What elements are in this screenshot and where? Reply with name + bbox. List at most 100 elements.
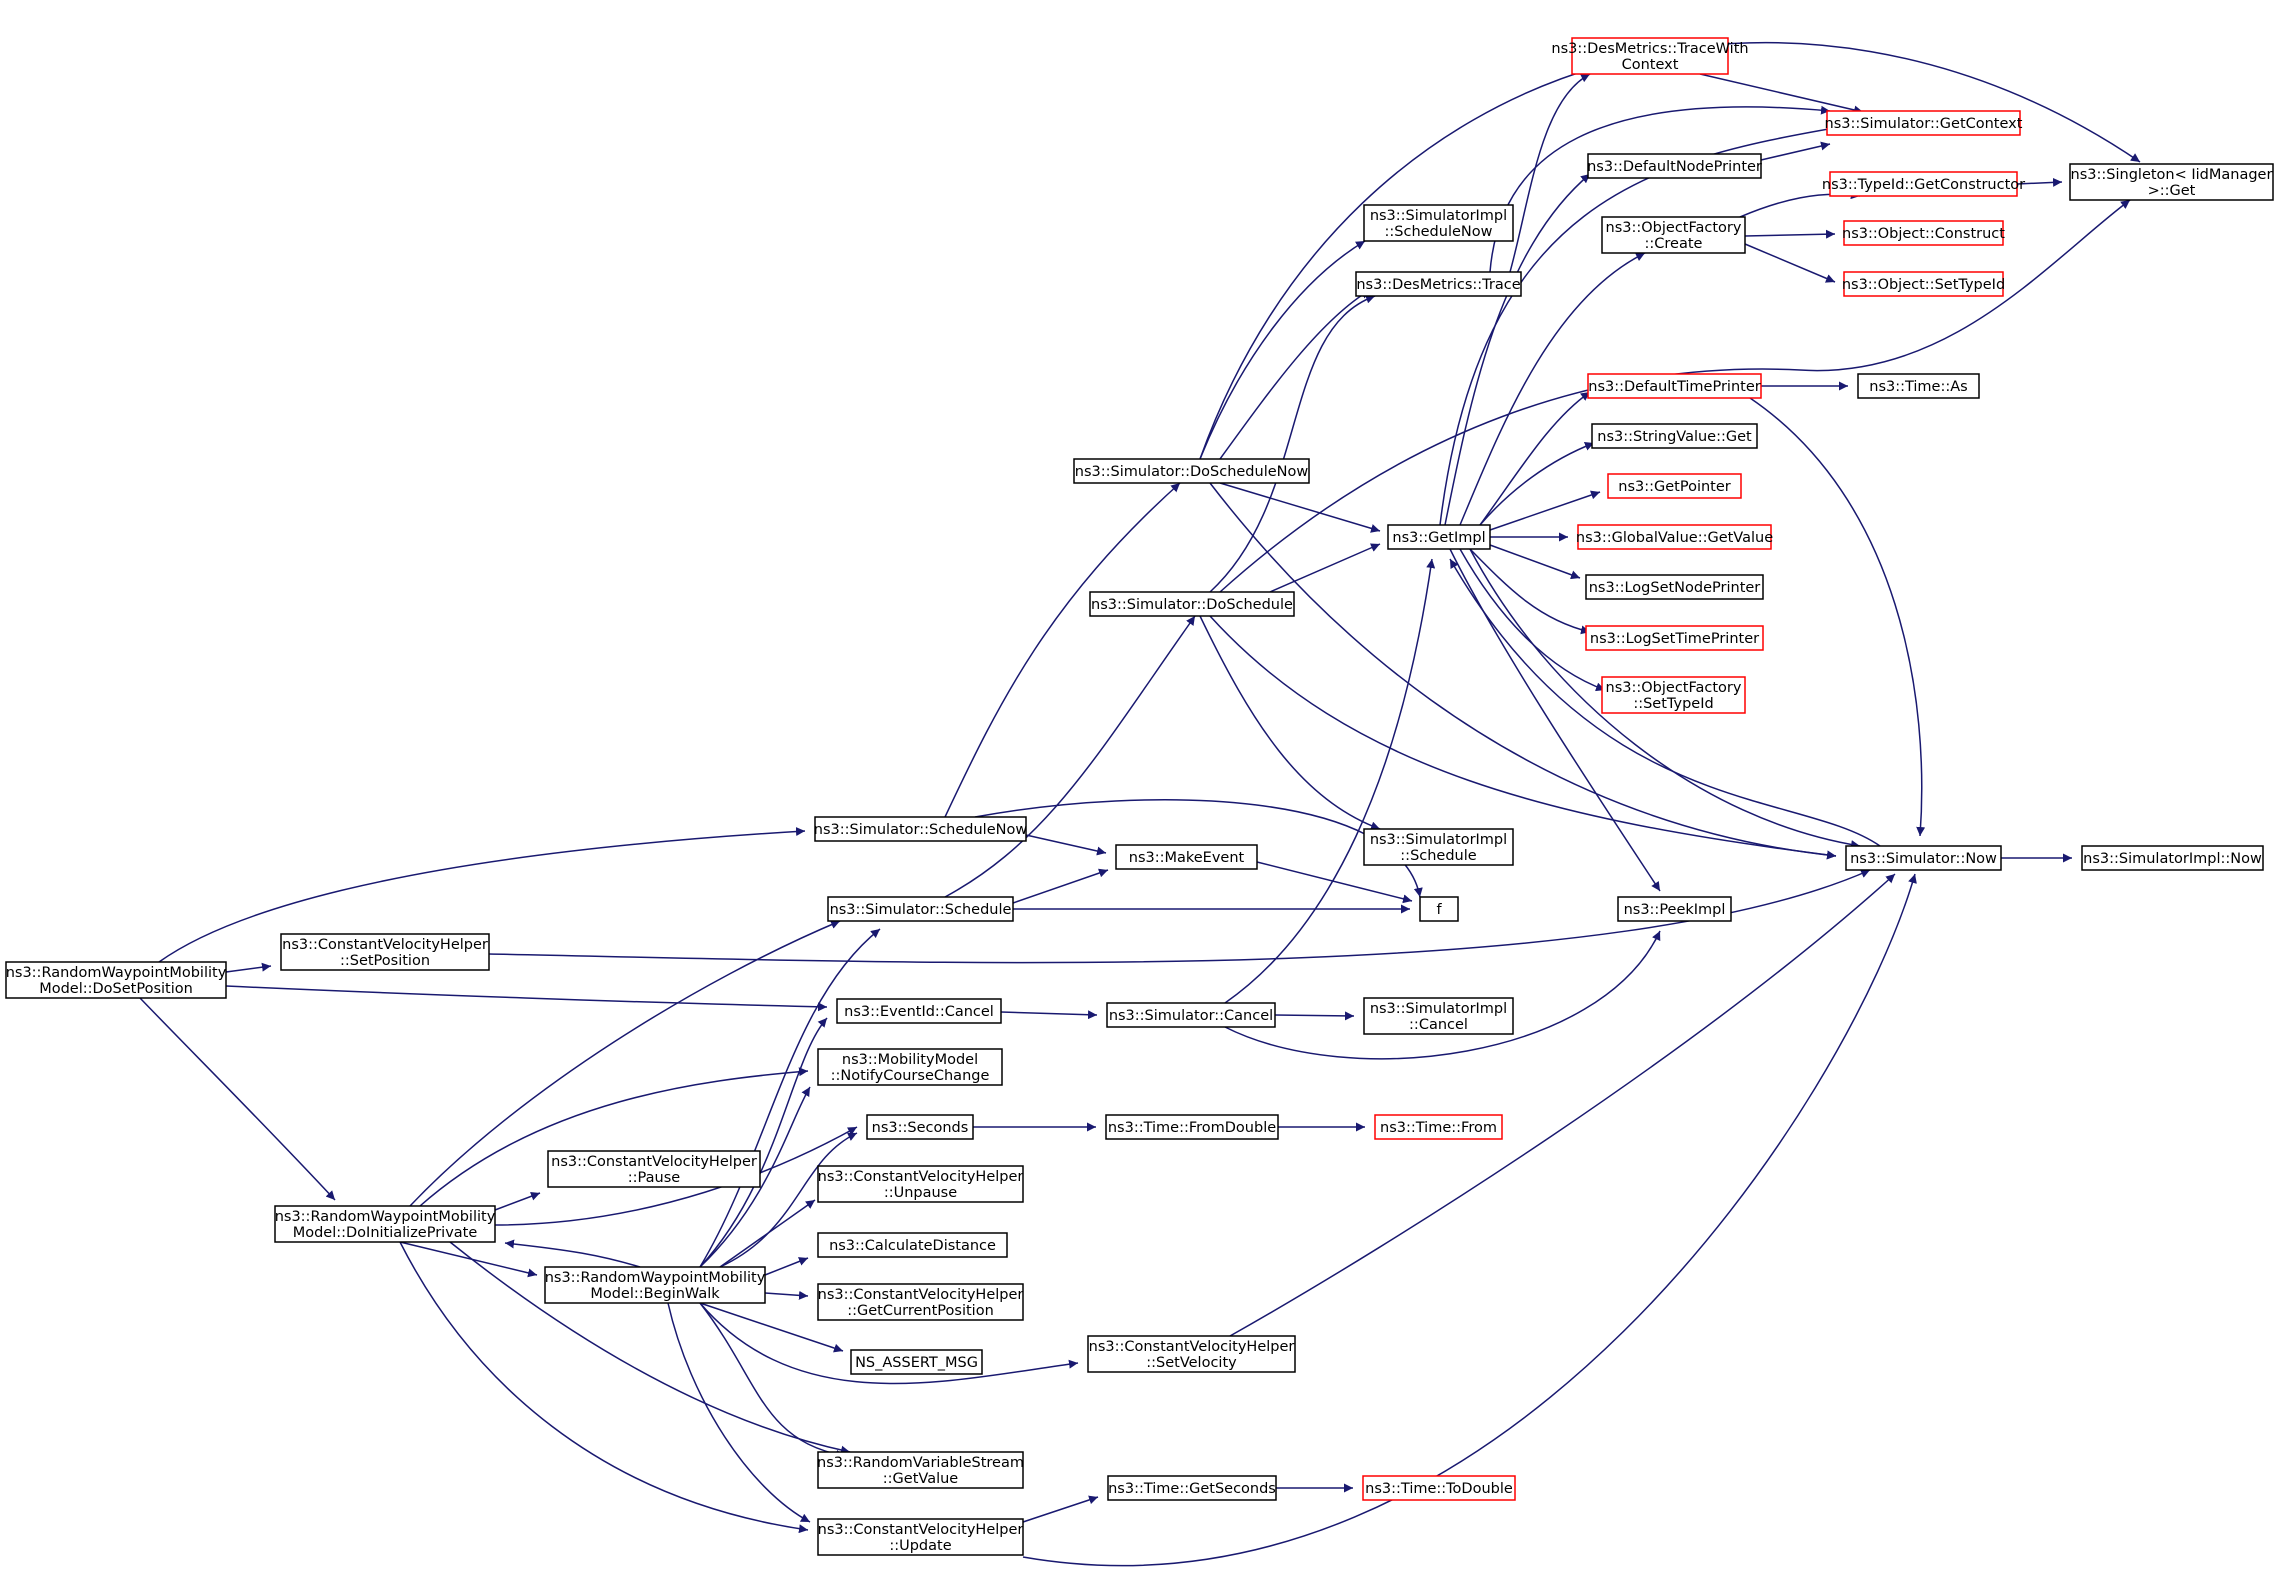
node-time-fromdouble[interactable]: ns3::Time::FromDouble — [1105, 1114, 1279, 1140]
node-of-create[interactable]: ns3::ObjectFactory::Create — [1601, 216, 1746, 254]
edge-sim_dosched-to-sim_now — [1209, 615, 1837, 860]
node-box — [1843, 220, 2004, 246]
node-logset-node[interactable]: ns3::LogSetNodePrinter — [1585, 574, 1764, 600]
node-time-as[interactable]: ns3::Time::As — [1857, 373, 1980, 399]
node-getpointer[interactable]: ns3::GetPointer — [1607, 473, 1742, 499]
edge-rwm_beginwalk-to-cvh_getcur — [764, 1290, 809, 1300]
node-box — [1601, 216, 1746, 254]
node-time-from[interactable]: ns3::Time::From — [1374, 1114, 1503, 1140]
edge-rwm_doinit-to-mm_notify — [419, 1067, 809, 1207]
node-obj-construct[interactable]: ns3::Object::Construct — [1842, 220, 2005, 246]
node-root[interactable]: ns3::RandomWaypointMobilityModel::DoSetP… — [5, 961, 227, 999]
node-stringvalue-get[interactable]: ns3::StringValue::Get — [1591, 423, 1758, 449]
edge-cvh_update-to-time_getsec — [1022, 1495, 1099, 1523]
node-mm-notify[interactable]: ns3::MobilityModel::NotifyCourseChange — [817, 1048, 1003, 1086]
edge-sim_cancel-to-simimpl_cancel — [1274, 1011, 1355, 1021]
node-peekimpl[interactable]: ns3::PeekImpl — [1617, 896, 1732, 922]
node-f[interactable]: f — [1419, 896, 1459, 922]
node-of-settypeid[interactable]: ns3::ObjectFactory::SetTypeId — [1601, 676, 1746, 714]
edge-sim_dosched-to-simimpl_sched — [1199, 615, 1381, 831]
node-box — [1845, 845, 2002, 871]
node-label: ::NotifyCourseChange — [831, 1068, 990, 1084]
node-calc-dist[interactable]: ns3::CalculateDistance — [817, 1232, 1008, 1258]
node-desm-trace[interactable]: ns3::DesMetrics::Trace — [1355, 271, 1522, 297]
node-cvh-setpos[interactable]: ns3::ConstantVelocityHelper::SetPosition — [280, 933, 490, 971]
node-cvh-getcur[interactable]: ns3::ConstantVelocityHelper::GetCurrentP… — [817, 1283, 1024, 1321]
node-box — [1374, 1114, 1503, 1140]
edge-sim_cancel-to-getimpl — [1224, 558, 1436, 1004]
edge-rwm_beginwalk-to-mm_notify — [699, 1086, 811, 1268]
edge-root-to-rwm_doinit — [139, 997, 336, 1201]
node-time-getsec[interactable]: ns3::Time::GetSeconds — [1107, 1475, 1277, 1501]
node-label: NS_ASSERT_MSG — [855, 1355, 978, 1371]
node-label: ns3::DefaultNodePrinter — [1587, 159, 1762, 175]
node-make-event[interactable]: ns3::MakeEvent — [1115, 844, 1258, 870]
node-box — [1601, 676, 1746, 714]
edge-typeid_getctor-to-singleton_get — [2016, 177, 2063, 187]
node-cvh-unpause[interactable]: ns3::ConstantVelocityHelper::Unpause — [817, 1165, 1024, 1203]
node-box — [547, 1150, 761, 1188]
node-box — [1571, 37, 1729, 75]
node-sched-now[interactable]: ns3::Simulator::ScheduleNow — [814, 816, 1028, 842]
node-rwm-doinit[interactable]: ns3::RandomWaypointMobilityModel::DoInit… — [274, 1205, 496, 1243]
edge-root-to-sched_now — [158, 827, 806, 963]
node-label: ns3::ObjectFactory — [1606, 220, 1742, 236]
node-cvh-update[interactable]: ns3::ConstantVelocityHelper::Update — [817, 1518, 1024, 1556]
node-box — [866, 1114, 974, 1140]
node-box — [1585, 625, 1764, 651]
node-time-todouble[interactable]: ns3::Time::ToDouble — [1362, 1475, 1516, 1501]
node-box — [1073, 458, 1310, 484]
node-logset-time[interactable]: ns3::LogSetTimePrinter — [1585, 625, 1764, 651]
edge-getimpl-to-default_node_printer — [1444, 173, 1591, 526]
node-simimpl-now[interactable]: ns3::SimulatorImpl::Now — [2081, 845, 2264, 871]
edge-cvh_update-to-sim_now — [1022, 873, 1917, 1567]
node-typeid-getctor[interactable]: ns3::TypeId::GetConstructor — [1822, 171, 2025, 197]
node-box — [817, 1283, 1024, 1321]
node-default-time-printer[interactable]: ns3::DefaultTimePrinter — [1587, 373, 1762, 399]
node-box — [1577, 524, 1772, 550]
node-gv-getvalue[interactable]: ns3::GlobalValue::GetValue — [1576, 524, 1773, 550]
node-label: ns3::Singleton< IidManager — [2071, 167, 2273, 183]
node-cvh-pause[interactable]: ns3::ConstantVelocityHelper::Pause — [547, 1150, 761, 1188]
node-ns-assert[interactable]: NS_ASSERT_MSG — [850, 1349, 983, 1375]
edge-rwm_doinit-to-sim_schedule — [409, 920, 841, 1207]
node-box — [817, 1518, 1024, 1556]
node-getimpl[interactable]: ns3::GetImpl — [1387, 524, 1491, 550]
node-simimpl-schednow[interactable]: ns3::SimulatorImpl::ScheduleNow — [1363, 204, 1514, 242]
node-rwm-beginwalk[interactable]: ns3::RandomWaypointMobilityModel::BeginW… — [544, 1266, 766, 1304]
node-box — [817, 1048, 1003, 1086]
node-label: ns3::Object::SetTypeId — [1842, 277, 2005, 293]
edge-rwm_beginwalk-to-cvh_unpause — [719, 1199, 816, 1268]
edge-rwm_beginwalk-to-calc_dist — [764, 1257, 809, 1276]
node-sim-schedule[interactable]: ns3::Simulator::Schedule — [827, 896, 1014, 922]
node-default-node-printer[interactable]: ns3::DefaultNodePrinter — [1587, 153, 1762, 179]
node-label: ns3::Simulator::DoSchedule — [1091, 597, 1293, 613]
node-box — [274, 1205, 496, 1243]
edge-rwm_doinit-to-cvh_pause — [494, 1191, 541, 1211]
edge-rwm_beginwalk-to-event_cancel — [699, 1017, 828, 1268]
node-label: ns3::Simulator::Cancel — [1109, 1008, 1273, 1024]
node-simimpl-sched[interactable]: ns3::SimulatorImpl::Schedule — [1363, 828, 1514, 866]
node-singleton-get[interactable]: ns3::Singleton< IidManager >::Get — [2069, 163, 2274, 201]
node-label: ::Cancel — [1409, 1017, 1468, 1033]
node-box — [1607, 473, 1742, 499]
edge-getimpl-to-stringvalue_get — [1479, 442, 1595, 526]
node-rvs-getvalue[interactable]: ns3::RandomVariableStream::GetValue — [817, 1451, 1024, 1489]
node-sim-doschednow[interactable]: ns3::Simulator::DoScheduleNow — [1073, 458, 1310, 484]
node-simimpl-cancel[interactable]: ns3::SimulatorImpl::Cancel — [1363, 997, 1514, 1035]
node-seconds[interactable]: ns3::Seconds — [866, 1114, 974, 1140]
node-box — [1363, 997, 1514, 1035]
node-sim-now[interactable]: ns3::Simulator::Now — [1845, 845, 2002, 871]
node-label: ns3::RandomWaypointMobility — [6, 965, 227, 981]
node-sim-dosched[interactable]: ns3::Simulator::DoSchedule — [1089, 591, 1295, 617]
node-box — [1087, 1335, 1296, 1373]
node-sim-cancel[interactable]: ns3::Simulator::Cancel — [1106, 1002, 1276, 1028]
node-cvh-setvel[interactable]: ns3::ConstantVelocityHelper::SetVelocity — [1087, 1335, 1296, 1373]
edge-getimpl-to-default_time_printer — [1479, 391, 1591, 526]
node-event-cancel[interactable]: ns3::EventId::Cancel — [836, 998, 1002, 1024]
node-box — [850, 1349, 983, 1375]
node-sim-getctx[interactable]: ns3::Simulator::GetContext — [1825, 110, 2023, 136]
node-obj-settypeid[interactable]: ns3::Object::SetTypeId — [1842, 271, 2005, 297]
node-label: ns3::PeekImpl — [1624, 902, 1726, 918]
